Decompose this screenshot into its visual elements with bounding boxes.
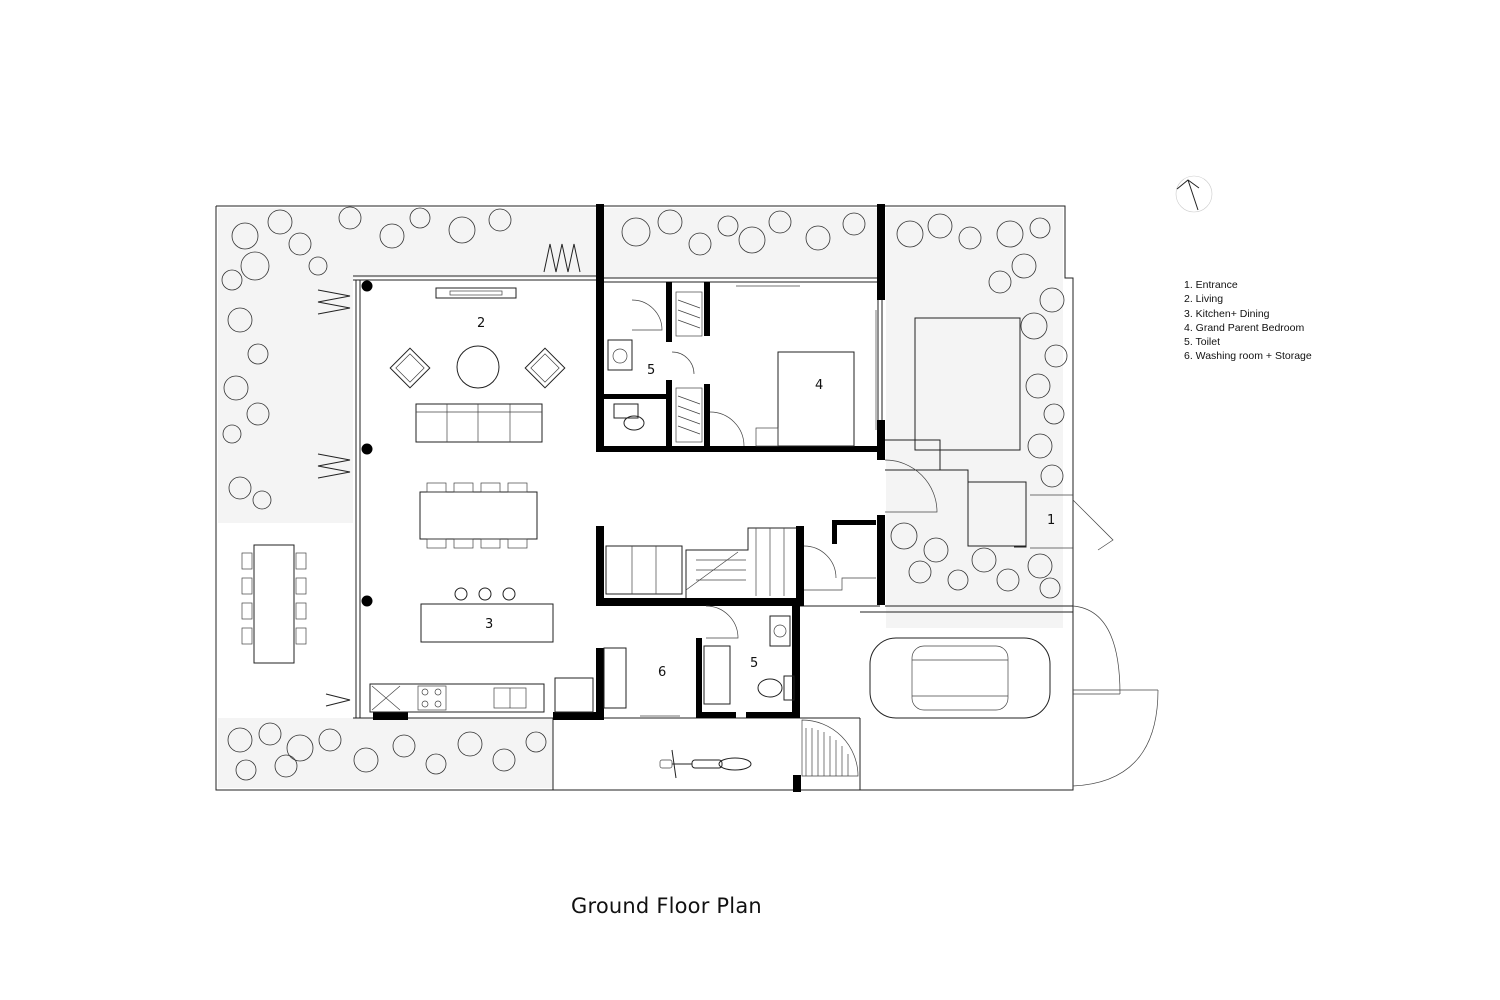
tree	[971, 547, 997, 573]
tree	[267, 209, 293, 235]
tree	[1027, 433, 1053, 459]
kitchen-island	[369, 587, 594, 713]
motorcycle	[659, 749, 752, 779]
tree	[1039, 287, 1065, 313]
room-labels: 1 2 3 4 5 5 6	[477, 316, 1055, 680]
side-gate	[801, 719, 859, 777]
north-arrow-icon	[1175, 175, 1213, 213]
tree	[768, 210, 792, 234]
tree	[488, 208, 512, 232]
tree	[1020, 312, 1048, 340]
dining-table	[419, 482, 538, 549]
tree	[379, 223, 405, 249]
tree	[448, 216, 476, 244]
tree	[657, 209, 683, 235]
tree	[923, 537, 949, 563]
tree	[1043, 403, 1065, 425]
tree	[492, 748, 516, 772]
tree	[717, 215, 739, 237]
tree	[621, 217, 651, 247]
tree	[308, 256, 328, 276]
staircase	[605, 527, 876, 598]
tree	[1040, 464, 1064, 488]
tree	[246, 402, 270, 426]
tree	[227, 727, 253, 753]
room-label-toilet-lower: 5	[750, 656, 758, 671]
tree	[338, 206, 362, 230]
legend-item: 1. Entrance	[1184, 279, 1238, 291]
room-legend: 1. Entrance 2. Living 3. Kitchen+ Dining…	[1184, 278, 1312, 364]
tree	[392, 734, 416, 758]
room-label-washing-storage: 6	[658, 665, 666, 680]
tree	[842, 212, 866, 236]
tree	[425, 753, 447, 775]
tree	[288, 232, 312, 256]
room-label-bedroom: 4	[815, 378, 823, 393]
lot-boundary	[215, 205, 1074, 791]
tree	[457, 731, 483, 757]
tree	[688, 232, 712, 256]
tree	[318, 728, 342, 752]
legend-item: 3. Kitchen+ Dining	[1184, 307, 1270, 320]
tree	[1011, 253, 1037, 279]
tree	[988, 270, 1012, 294]
tree	[927, 213, 953, 239]
tree	[1029, 217, 1051, 239]
tree	[353, 747, 379, 773]
tree	[805, 225, 831, 251]
tree	[258, 722, 282, 746]
tree	[228, 476, 252, 500]
tree	[222, 424, 242, 444]
tree	[738, 226, 766, 254]
legend-item: 2. Living	[1184, 293, 1224, 306]
tree	[1039, 577, 1061, 599]
room-label-living: 2	[477, 316, 485, 331]
garage	[860, 605, 1159, 787]
entrance-area	[884, 317, 1114, 551]
legend-item: 5. Toilet	[1184, 336, 1220, 349]
structural-walls	[361, 204, 885, 792]
plan-title: Ground Floor Plan	[571, 894, 762, 918]
tree	[1025, 373, 1051, 399]
lower-toilet-fixtures	[603, 605, 795, 717]
tree	[221, 269, 243, 291]
tree	[231, 222, 259, 250]
living-furniture	[389, 287, 566, 443]
tree	[1027, 553, 1053, 579]
tree	[227, 307, 253, 333]
bedroom-furniture	[709, 285, 877, 447]
room-label-entrance: 1	[1047, 513, 1055, 528]
tree	[525, 731, 547, 753]
folding-doors	[317, 243, 581, 707]
tree	[947, 569, 969, 591]
tree	[409, 207, 431, 229]
outdoor-dining	[241, 544, 307, 664]
tree	[286, 734, 314, 762]
tree	[252, 490, 272, 510]
tree	[996, 220, 1024, 248]
legend-item: 6. Washing room + Storage	[1184, 350, 1312, 363]
room-label-toilet-upper: 5	[647, 363, 655, 378]
tree	[247, 343, 269, 365]
room-label-kitchen-dining: 3	[485, 617, 493, 632]
tree	[274, 754, 298, 778]
tree	[235, 759, 257, 781]
tree	[223, 375, 249, 401]
tree	[1044, 344, 1068, 368]
tree	[890, 522, 918, 550]
garden-trees	[221, 206, 1068, 781]
tree	[958, 226, 982, 250]
upper-toilet-fixtures	[607, 291, 703, 443]
legend-item: 4. Grand Parent Bedroom	[1184, 321, 1305, 334]
tree	[996, 568, 1020, 592]
tree	[240, 251, 270, 281]
tree	[896, 220, 924, 248]
tree	[908, 560, 932, 584]
